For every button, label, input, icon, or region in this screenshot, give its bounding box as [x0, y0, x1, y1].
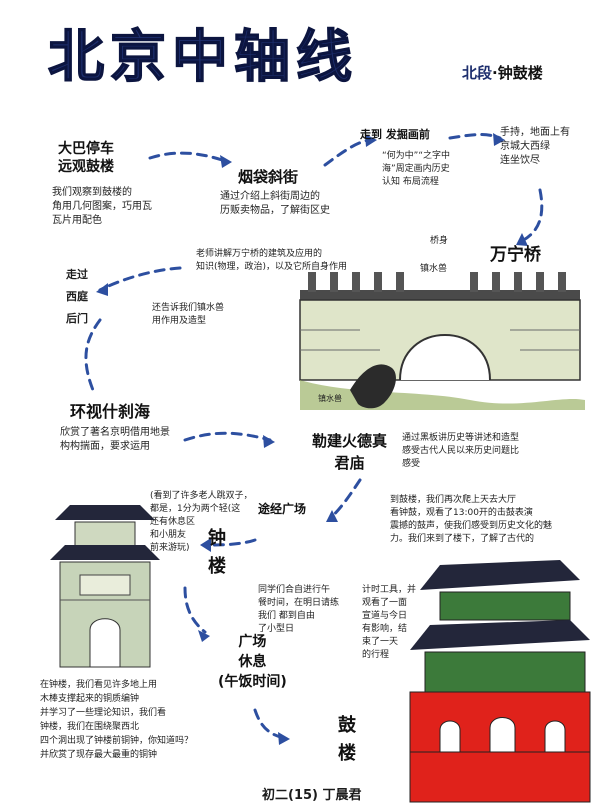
- wanning-bridge-drawing: [299, 272, 585, 410]
- route-arrow-5: [98, 266, 182, 292]
- drum-tower-drawing: [409, 560, 591, 803]
- stop-yandai-desc: 通过介绍上斜街周边的 历贩卖物品，了解街区史: [220, 191, 330, 216]
- arrowhead-icon: [220, 155, 232, 168]
- arrow-heads: [96, 133, 528, 745]
- stop-guangchang-name: 广场 休息 (午饭时间): [218, 634, 287, 690]
- route-arrow-8: [328, 478, 362, 520]
- stop-zhonglou-desc: (看到了许多老人跳双子， 都是，1分为两个轻(这 还有休息区 和小朋友 前来游玩…: [150, 491, 253, 553]
- route-arrow-2: [323, 138, 374, 167]
- wanning-teacher-desc: 老师讲解万宁桥的建筑及应用的 知识(物理，政治)，以及它所自身作用: [196, 249, 348, 272]
- wanning-water-label: 镇水兽: [318, 394, 342, 403]
- page-subtitle: 北段·钟鼓楼: [462, 62, 543, 83]
- stop-zhouyou-desc: “何为中”“之字中 海”周定画内历史 认知 布局流程: [382, 151, 450, 187]
- subtitle-part2: 钟鼓楼: [497, 64, 543, 82]
- stop-dabei-desc: 我们观察到鼓楼的 角用几何图案，巧用瓦 瓦片用配色: [52, 187, 152, 226]
- stop-duandian-name: 手持，地面上有 京城大西绿 连坐饮尽: [500, 127, 570, 166]
- route-arrow-7: [183, 431, 272, 442]
- wanning-zhen-desc: 还告诉我们镇水兽 用作用及造型: [152, 303, 225, 326]
- stop-huoxi-desc: 欣赏了著名京明借用地景 构构揣面，要求运用: [60, 427, 170, 452]
- stop-guangchang-desc: 同学们合自进行午 餐时间，在明日请练 我们 都到自由 了小型日: [258, 585, 340, 634]
- wanning-zhenshui-label: 镇水兽: [420, 264, 448, 274]
- route-arrow-9: [203, 538, 257, 547]
- route-arrow-6: [84, 318, 102, 397]
- stop-gulou-desc-side: 计时工具，并 观看了一面 宣道与今日 有影响，结 束了一天 的行程: [362, 585, 417, 660]
- arrowhead-icon: [263, 435, 275, 448]
- stop-dabei-name: 大巴停车 远观鼓楼: [58, 141, 114, 175]
- stop-gulou-name: 鼓 楼: [338, 715, 356, 764]
- stop-zhouyou-name: 走到 发掘画前: [360, 128, 430, 141]
- stop-huoshen-desc: 通过黑板讲历史等讲述和造型 感受古代人民以来历史问题比 感受: [402, 433, 520, 469]
- stop-gulou-desc-top: 到鼓楼，我们再次爬上天去大厅 看钟鼓，观看了13:00开的击鼓表演 震撼的鼓声，…: [390, 495, 553, 544]
- arrowhead-icon: [516, 233, 528, 246]
- wanning-qian-label: 桥身: [430, 236, 449, 246]
- arrowhead-icon: [198, 630, 210, 642]
- subtitle-sep: ·: [492, 64, 498, 82]
- page-title: 北京中轴线: [47, 23, 358, 91]
- arrowhead-icon: [326, 510, 338, 522]
- bell-tower-drawing: [50, 505, 160, 668]
- stop-wanning-name: 万宁桥: [490, 245, 541, 265]
- route-arrow-4: [518, 188, 544, 244]
- zhonglou-bottom-desc: 在钟楼，我们看见许多地上用 木棒支撑起来的铜质编钟 并学习了一些理论知识，我们看…: [40, 680, 194, 760]
- subtitle-part1: 北段: [462, 64, 493, 82]
- arrowhead-icon: [278, 732, 290, 745]
- arrowhead-icon: [493, 133, 505, 146]
- route-arrow-10: [183, 586, 207, 634]
- route-arrows: [84, 133, 544, 740]
- route-arrow-1: [148, 151, 230, 164]
- arrowhead-icon: [200, 538, 211, 552]
- arrowhead-icon: [365, 134, 377, 147]
- route-arrow-3: [448, 133, 502, 140]
- stop-zhonglou-name: 钟 楼: [208, 528, 226, 577]
- signature: 初二(15) 丁晨君: [262, 788, 362, 803]
- stop-huoxi-name: 环视什刹海: [70, 402, 151, 421]
- zhonglou-square-label: 途经广场: [258, 502, 307, 516]
- stop-huoshen-name: 勒建火德真 君庙: [312, 432, 388, 472]
- stop-yandai-name: 烟袋斜街: [238, 168, 299, 186]
- arrowhead-icon: [96, 283, 108, 296]
- stop-guodi-name: 走过 西庭 后门: [66, 268, 88, 325]
